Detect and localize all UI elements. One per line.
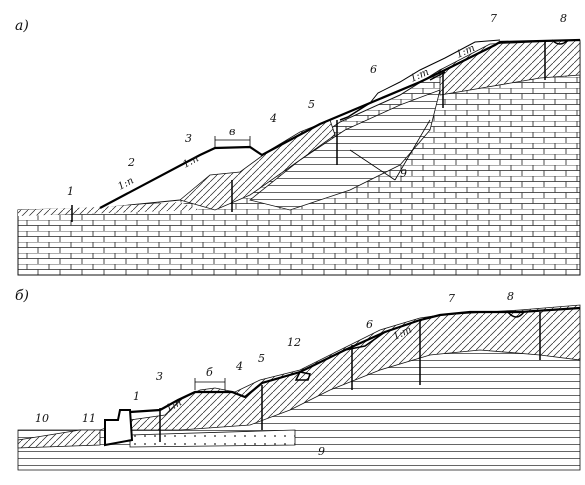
- embankment-profile-a: [99, 38, 581, 209]
- piles-b: [159, 312, 541, 442]
- layered-soil-a: [249, 89, 441, 211]
- label-a-2: 2: [127, 156, 135, 169]
- label-a-9: 9: [400, 167, 407, 180]
- drainage-layer-b: [129, 429, 296, 448]
- label-b-11: 11: [82, 412, 96, 425]
- label-b-1: 1: [133, 390, 140, 403]
- label-b-berm: б: [206, 366, 213, 379]
- label-b-5: 5: [258, 352, 265, 365]
- label-b-12: 12: [287, 336, 301, 349]
- label-a-6: 6: [370, 63, 377, 76]
- label-a-1: 1: [67, 185, 74, 198]
- label-b-10: 10: [35, 412, 49, 425]
- hatched-core-b: [129, 304, 581, 431]
- label-a-4: 4: [269, 112, 277, 125]
- label-b-9: 9: [318, 445, 325, 458]
- label-b-4: 4: [235, 360, 243, 373]
- label-a-5: 5: [308, 98, 315, 111]
- panel-b-label: б): [15, 288, 29, 304]
- label-b-6: 6: [366, 318, 373, 331]
- hatched-left-a: [18, 202, 200, 216]
- panel-b: б) 1 3 4 5: [15, 288, 581, 471]
- panel-a: a) 1 2 3: [15, 12, 581, 276]
- label-b-3: 3: [156, 370, 163, 383]
- retaining-wall-b: [104, 409, 134, 447]
- label-a-berm: в: [229, 125, 235, 138]
- label-b-7: 7: [448, 292, 455, 305]
- panel-a-label: a): [15, 18, 29, 34]
- piles-a: [71, 40, 546, 222]
- label-a-7: 7: [490, 12, 497, 25]
- label-b-8: 8: [507, 290, 514, 303]
- label-a-3: 3: [185, 132, 192, 145]
- label-a-8: 8: [560, 12, 567, 25]
